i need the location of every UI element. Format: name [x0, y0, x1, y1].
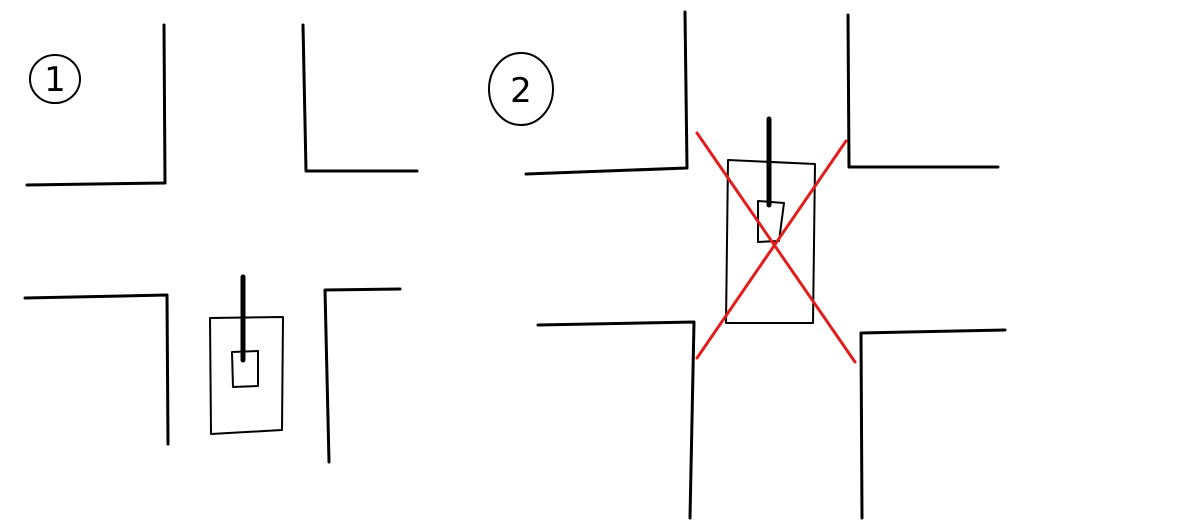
panel-1-label: 1 [29, 54, 81, 104]
panel-2-label: 2 [488, 52, 554, 126]
panel-2-corner-bottom-right [859, 328, 1007, 520]
panel-1-road-edges [23, 23, 419, 464]
panel-2-label-text: 2 [510, 71, 532, 111]
panel-1-label-text: 1 [44, 60, 66, 100]
panel-1-corner-top-right [301, 23, 419, 173]
panel-2-road-edges [524, 10, 1007, 520]
panel-2-cross-stroke-b [695, 139, 848, 360]
panel-2-label-circle [488, 52, 554, 126]
panel-2-corner-bottom-left [536, 320, 696, 520]
panel-1: 1 [23, 23, 419, 464]
panel-1-corner-bottom-left [23, 293, 170, 446]
panel-1-corner-top-left [25, 23, 167, 187]
panel-2: 2 [488, 10, 1007, 520]
panel-2-red-cross-mark [695, 131, 857, 364]
panel-1-vehicle-footprint [209, 316, 284, 435]
panel-2-corner-top-right [846, 13, 1000, 169]
panel-2-vehicle-footprint [725, 159, 816, 324]
panel-1-label-circle [29, 54, 81, 104]
panel-1-vehicle-cab [231, 350, 259, 388]
panel-2-corner-top-left [524, 10, 689, 176]
panel-1-corner-bottom-right [323, 287, 402, 464]
panel-2-cross-stroke-a [695, 131, 857, 364]
panel-1-vehicle [209, 274, 284, 435]
panel-2-vehicle [725, 116, 816, 324]
